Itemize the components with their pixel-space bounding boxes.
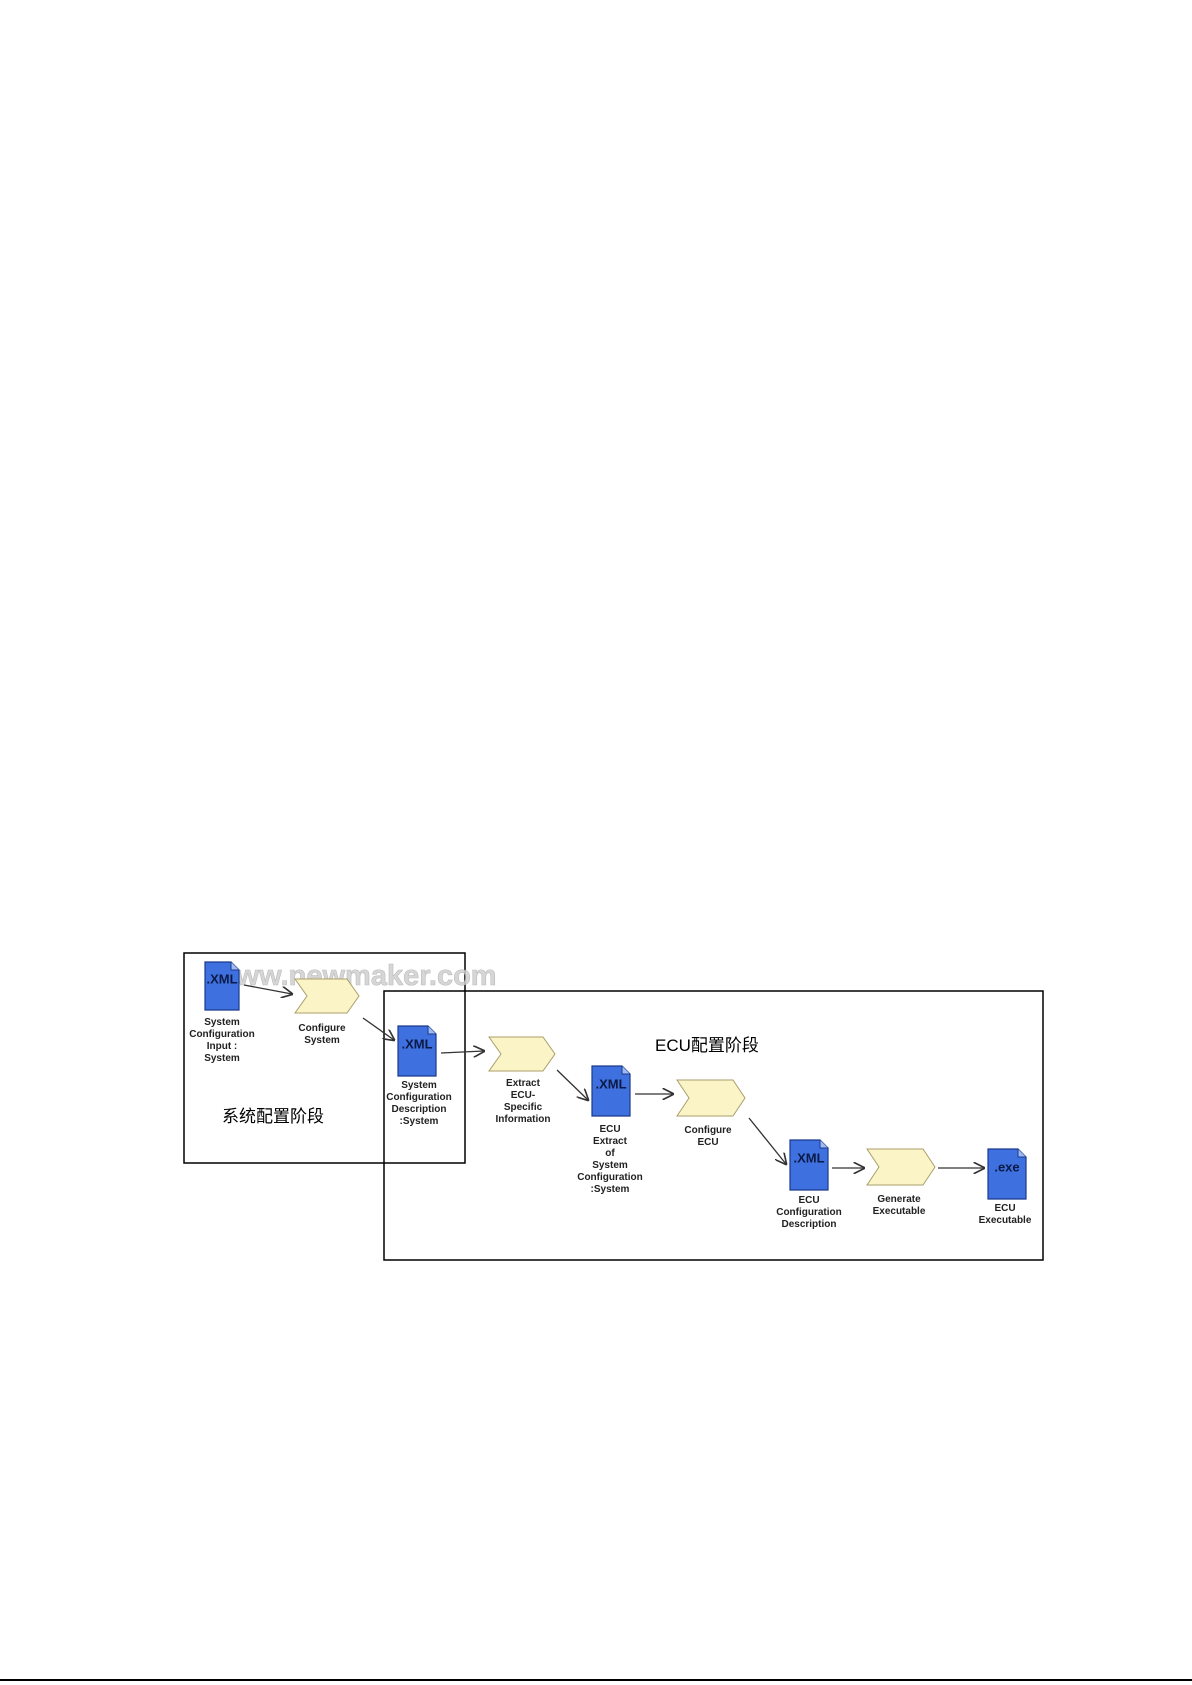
ecu-extract-node: .XML ECUExtractofSystemConfiguration:Syst… xyxy=(577,1065,643,1195)
sys-config-input-label-line: Input : xyxy=(207,1041,238,1052)
ecu-extract-label-line: ECU xyxy=(599,1124,620,1135)
sys-config-description-label-line: System xyxy=(401,1080,437,1091)
ecu-config-description-label-line: Description xyxy=(781,1219,836,1230)
document-fold-icon xyxy=(621,1066,630,1075)
sys-config-input-label-line: System xyxy=(204,1053,240,1064)
document-fold-icon xyxy=(819,1140,828,1149)
document-icon-label: .XML xyxy=(401,1037,432,1052)
process-chevron-icon xyxy=(676,1079,746,1117)
document-icon-label: .XML xyxy=(206,972,237,987)
configure-ecu-label-line: Configure xyxy=(684,1125,732,1136)
arrow-configure-system-to-sys-config-description xyxy=(362,1017,394,1040)
process-chevron-icon xyxy=(294,978,360,1014)
extract-ecu-info-label-line: Extract xyxy=(506,1078,541,1089)
ecu-extract-label-line: Extract xyxy=(593,1136,628,1147)
process-chevron-icon xyxy=(488,1036,556,1072)
ecu-extract-label-line: of xyxy=(605,1148,615,1159)
document-icon xyxy=(397,1025,437,1077)
configure-system-label-line: System xyxy=(304,1035,340,1046)
document-icon xyxy=(987,1148,1027,1200)
extract-ecu-info-label-line: Specific xyxy=(504,1102,543,1113)
sys-config-description-label-line: :System xyxy=(400,1116,439,1127)
ecu-configuration-stage-box xyxy=(383,990,1044,1261)
sys-config-description-label-line: Description xyxy=(391,1104,446,1115)
system-stage-title: 系统配置阶段 xyxy=(222,1107,324,1126)
configure-system-label-line: Configure xyxy=(298,1023,346,1034)
document-icon-label: .XML xyxy=(793,1151,824,1166)
generate-executable-label-line: Executable xyxy=(873,1206,926,1217)
generate-executable-label-line: Generate xyxy=(877,1194,921,1205)
ecu-config-description-label-line: Configuration xyxy=(776,1207,842,1218)
watermark-text: www.newmaker.com xyxy=(213,960,497,992)
ecu-config-description-label-line: ECU xyxy=(798,1195,819,1206)
ecu-executable-label-line: Executable xyxy=(979,1215,1032,1226)
sys-config-input-label-line: System xyxy=(204,1017,240,1028)
process-chevron-icon xyxy=(866,1148,936,1186)
ecu-extract-label-line: :System xyxy=(591,1184,630,1195)
arrow-extract-ecu-info-to-ecu-extract xyxy=(556,1069,588,1100)
arrow-sys-config-description-to-extract-ecu-info xyxy=(440,1051,484,1053)
document-icon xyxy=(591,1065,631,1117)
arrow-sys-config-input-to-configure-system xyxy=(243,984,292,994)
edges-layer xyxy=(243,984,984,1168)
ecu-stage-title: ECU配置阶段 xyxy=(655,1036,759,1055)
document-fold-icon xyxy=(1017,1149,1026,1158)
document-fold-icon xyxy=(427,1026,436,1035)
system-configuration-stage-box xyxy=(183,952,466,1164)
document-icon xyxy=(789,1139,829,1191)
sys-config-input-label-line: Configuration xyxy=(189,1029,255,1040)
document-icon-label: .XML xyxy=(595,1077,626,1092)
ecu-executable-label-line: ECU xyxy=(994,1203,1015,1214)
extract-ecu-info-label-line: Information xyxy=(496,1114,551,1125)
extract-ecu-info-label-line: ECU- xyxy=(511,1090,535,1101)
arrow-configure-ecu-to-ecu-config-description xyxy=(748,1117,786,1164)
sys-config-description-node: .XML SystemConfigurationDescription:Syste… xyxy=(386,1025,452,1127)
bottom-rule xyxy=(0,1679,1192,1681)
ecu-extract-label-line: System xyxy=(592,1160,628,1171)
document-icon xyxy=(204,961,240,1011)
document-fold-icon xyxy=(230,962,239,971)
sys-config-description-label-line: Configuration xyxy=(386,1092,452,1103)
ecu-extract-label-line: Configuration xyxy=(577,1172,643,1183)
document-icon-label: .exe xyxy=(994,1160,1019,1175)
configure-ecu-label-line: ECU xyxy=(697,1137,718,1148)
